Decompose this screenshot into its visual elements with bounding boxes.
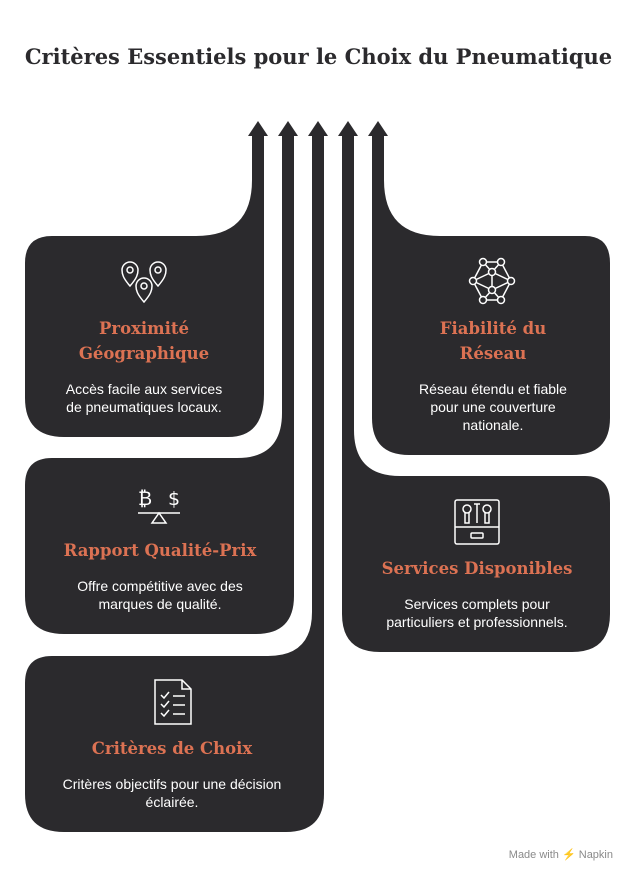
- arrow-head-1: [248, 121, 268, 136]
- checklist-icon: [154, 679, 192, 725]
- card-fiabilite-title-line2: Réseau: [459, 344, 527, 363]
- card-criteres-desc-line1: Critères objectifs pour une décision: [62, 776, 282, 792]
- card-criteres-title: Critères de Choix: [36, 736, 308, 761]
- card-rapport-desc-line2: marques de qualité.: [98, 596, 222, 612]
- toolbox-icon: [454, 499, 500, 545]
- footer-made-with[interactable]: Made with ⚡ Napkin: [509, 848, 613, 861]
- arrow-head-5: [368, 121, 388, 136]
- card-proximite-title-line1: Proximité: [98, 319, 190, 338]
- card-rapport-desc-line1: Offre compétitive avec des: [77, 578, 243, 594]
- page-title: Critères Essentiels pour le Choix du Pne…: [24, 44, 613, 69]
- svg-text:₿: ₿: [138, 488, 152, 510]
- card-fiabilite-shape: [372, 134, 610, 455]
- arrow-head-4: [338, 121, 358, 136]
- balance-scale-icon: ₿ $: [138, 488, 180, 524]
- card-rapport: Rapport Qualité-Prix Offre compétitive a…: [40, 538, 280, 613]
- card-services-desc-line2: particuliers et professionnels.: [386, 614, 568, 630]
- card-fiabilite-desc-line1: Réseau étendu et fiable: [419, 381, 567, 397]
- card-proximite-description: Accès facile aux services de pneumatique…: [40, 380, 248, 416]
- card-services-title-line1: Services Disponibles: [381, 559, 573, 578]
- card-fiabilite-desc-line2: pour une couverture: [430, 399, 556, 415]
- card-services: Services Disponibles Services complets p…: [360, 556, 594, 631]
- card-services-description: Services complets pour particuliers et p…: [360, 595, 594, 631]
- card-fiabilite-title: Fiabilité du Réseau: [388, 316, 598, 366]
- card-rapport-shape: [25, 134, 294, 634]
- card-rapport-title-line1: Rapport Qualité-Prix: [63, 541, 257, 560]
- card-fiabilite-title-line1: Fiabilité du: [439, 319, 547, 338]
- card-services-desc-line1: Services complets pour: [404, 596, 550, 612]
- card-criteres-desc-line2: éclairée.: [145, 794, 199, 810]
- card-services-shape: [342, 134, 610, 652]
- card-proximite-desc-line2: de pneumatiques locaux.: [66, 399, 222, 415]
- card-proximite: Proximité Géographique Accès facile aux …: [40, 316, 248, 416]
- card-services-title: Services Disponibles: [360, 556, 594, 581]
- network-icon: [468, 257, 516, 305]
- arrow-head-3: [308, 121, 328, 136]
- card-criteres: Critères de Choix Critères objectifs pou…: [36, 736, 308, 811]
- card-fiabilite: Fiabilité du Réseau Réseau étendu et fia…: [388, 316, 598, 434]
- card-fiabilite-description: Réseau étendu et fiable pour une couvert…: [388, 380, 598, 434]
- card-rapport-title: Rapport Qualité-Prix: [40, 538, 280, 563]
- card-criteres-description: Critères objectifs pour une décision écl…: [36, 775, 308, 811]
- card-proximite-title: Proximité Géographique: [40, 316, 248, 366]
- card-proximite-desc-line1: Accès facile aux services: [65, 381, 223, 397]
- map-pins-icon: [121, 261, 167, 304]
- card-fiabilite-desc-line3: nationale.: [462, 417, 524, 433]
- card-criteres-shape: [25, 134, 324, 832]
- card-rapport-description: Offre compétitive avec des marques de qu…: [40, 577, 280, 613]
- arrow-head-2: [278, 121, 298, 136]
- card-proximite-title-line2: Géographique: [78, 344, 210, 363]
- footer-made-with-label: Made with: [508, 849, 559, 861]
- svg-text:$: $: [168, 488, 180, 510]
- footer-brand: Napkin: [578, 849, 613, 861]
- card-criteres-title-line1: Critères de Choix: [91, 739, 253, 758]
- napkin-logo-icon: ⚡: [561, 849, 576, 861]
